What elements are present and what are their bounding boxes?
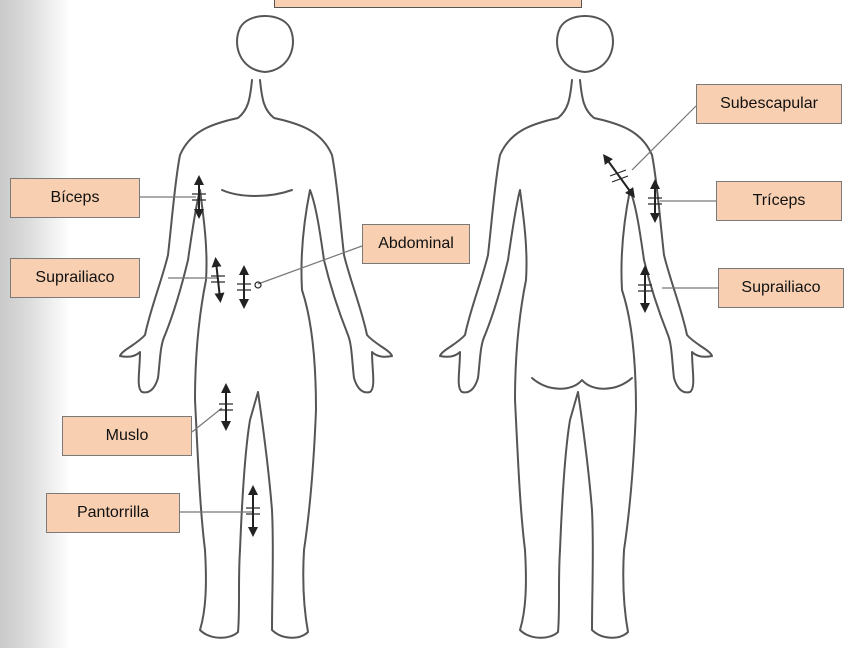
label-abdominal: Abdominal [362,224,470,264]
marker-muslo [219,388,233,426]
label-biceps: Bíceps [10,178,140,218]
back-body-outline [440,16,712,638]
marker-subescapular [606,158,632,194]
back-buttocks-line [532,378,632,389]
label-triceps: Tríceps [716,181,842,221]
label-muslo: Muslo [62,416,192,456]
label-pantorrilla: Pantorrilla [46,493,180,533]
label-suprailiaco-back: Suprailiaco [718,268,844,308]
label-suprailiaco-front: Suprailiaco [10,258,140,298]
marker-suprailiaco-back [638,270,652,308]
front-chest-line [222,190,292,196]
marker-suprailiaco-front [211,262,225,298]
marker-abdominal [237,270,261,304]
label-subescapular: Subescapular [696,84,842,124]
front-body-outline [120,16,392,638]
marker-pantorrilla [246,490,260,532]
